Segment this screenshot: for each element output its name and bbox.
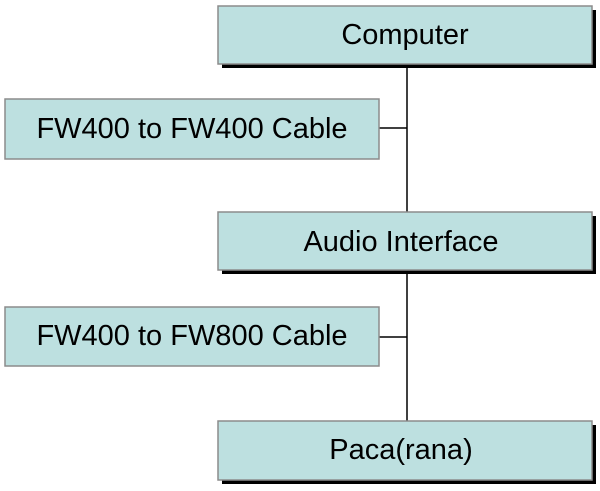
node-label-computer: Computer — [341, 19, 469, 51]
node-box — [217, 420, 593, 481]
node-audio-interface: Audio Interface — [217, 211, 596, 274]
node-box — [217, 5, 593, 65]
node-box — [4, 306, 380, 367]
node-box — [4, 98, 380, 160]
node-label-paca-rana: Paca(rana) — [329, 434, 472, 466]
node-paca-rana: Paca(rana) — [217, 420, 596, 484]
node-fw400-to-fw800-cable: FW400 to FW800 Cable — [4, 306, 380, 367]
node-computer: Computer — [217, 5, 596, 68]
node-box — [217, 211, 593, 271]
connectors — [379, 64, 408, 421]
node-fw400-to-fw400-cable: FW400 to FW400 Cable — [4, 98, 380, 160]
node-label-fw400-to-fw400-cable: FW400 to FW400 Cable — [36, 113, 347, 145]
node-label-audio-interface: Audio Interface — [303, 226, 498, 258]
node-label-fw400-to-fw800-cable: FW400 to FW800 Cable — [36, 320, 347, 352]
